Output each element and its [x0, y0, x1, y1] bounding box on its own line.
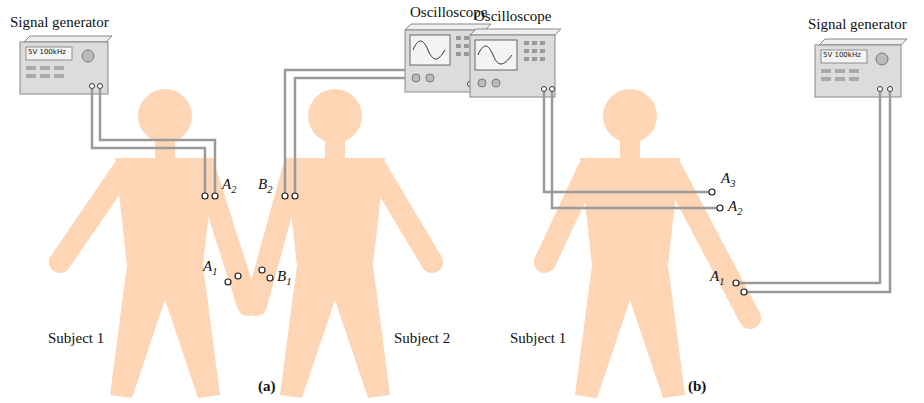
subject-arm [256, 170, 432, 305]
subject-figure [575, 89, 685, 398]
signal-generator [20, 36, 112, 94]
signal-generator [815, 39, 907, 97]
device-display: 5V 100kHz [28, 49, 66, 57]
subject-figure [280, 89, 390, 398]
electrode-label: A1 [203, 258, 217, 278]
panel-label: (b) [688, 378, 706, 395]
electrode [202, 189, 747, 295]
device-label: Signal generator [10, 14, 109, 31]
subject-label: Subject 1 [48, 330, 104, 347]
electrode-label: A1 [710, 268, 724, 288]
electrode-label: A2 [728, 198, 742, 218]
electrode-label: B2 [258, 176, 272, 196]
electrode-label: B1 [277, 268, 291, 288]
subject-label: Subject 1 [510, 330, 566, 347]
device-label: Signal generator [808, 16, 907, 33]
panel-label: (a) [258, 378, 276, 395]
device-label: Oscilloscope [474, 8, 551, 25]
electrode-label: A3 [721, 170, 735, 190]
oscilloscope [470, 29, 561, 97]
wire [92, 70, 890, 292]
electrode-label: A2 [222, 176, 236, 196]
subject-label: Subject 2 [394, 330, 450, 347]
subject-arm [60, 170, 248, 305]
subject-figure [110, 89, 220, 398]
device-display: 5V 100kHz [823, 52, 861, 60]
